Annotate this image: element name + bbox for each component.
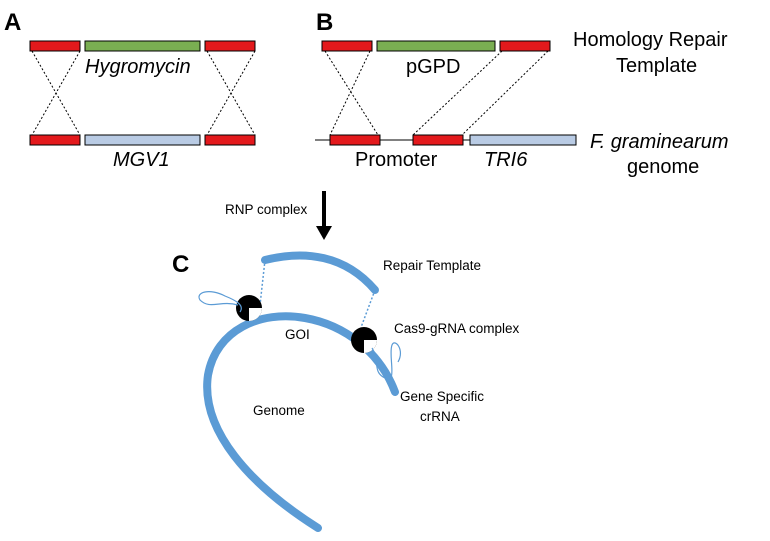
rnp-arrow (316, 191, 332, 240)
homology-arm-left (29, 40, 81, 52)
tri6-label: TRI6 (484, 149, 528, 171)
crrna-strand-right (371, 342, 402, 380)
homology-arm-right (204, 40, 256, 52)
cas9-complex-right (351, 327, 402, 380)
mgv1-label: MGV1 (113, 149, 170, 171)
homology-connectors (259, 259, 376, 331)
crrna-label-line2: crRNA (420, 409, 460, 424)
crossover-lines (31, 50, 256, 136)
panel-a: Hygromycin MGV1 (29, 40, 256, 171)
genome-side-label: genome (627, 156, 699, 178)
goi-label: GOI (285, 327, 310, 342)
panel-c: Repair Template GOI Cas9-gRNA complex Ge… (198, 251, 520, 532)
panel-letter-c: C (172, 251, 189, 278)
repair-template-label: Repair Template (383, 258, 481, 273)
cas9-label: Cas9-gRNA complex (394, 321, 520, 336)
organism-label: F. graminearum (590, 131, 729, 153)
crrna-label-line1: Gene Specific (400, 389, 484, 404)
crossover-lines (324, 50, 549, 136)
pgpd-bar (376, 40, 496, 52)
hygromycin-bar (84, 40, 201, 52)
genome-arm-right (412, 134, 464, 146)
panel-letter-a: A (4, 9, 21, 36)
template-arm-left (321, 40, 373, 52)
genome-arm-left (29, 134, 81, 146)
template-label: Template (616, 55, 697, 77)
panel-letter-b: B (316, 9, 333, 36)
pgpd-label: pGPD (406, 56, 460, 78)
mgv1-bar (84, 134, 201, 146)
promoter-label: Promoter (355, 149, 438, 171)
panel-b: pGPD Promoter TRI6 (315, 40, 577, 171)
template-arm-right (499, 40, 551, 52)
cas9-complex-left (198, 291, 262, 321)
hygromycin-label: Hygromycin (85, 56, 191, 78)
genome-arm-right (204, 134, 256, 146)
crrna-strand-left (198, 291, 242, 313)
homology-repair-label: Homology Repair (573, 29, 728, 51)
tri6-bar (469, 134, 577, 146)
genome-label: Genome (253, 403, 305, 418)
rnp-complex-label: RNP complex (225, 202, 308, 217)
genome-arm-left (329, 134, 381, 146)
repair-template-arc (261, 251, 379, 294)
